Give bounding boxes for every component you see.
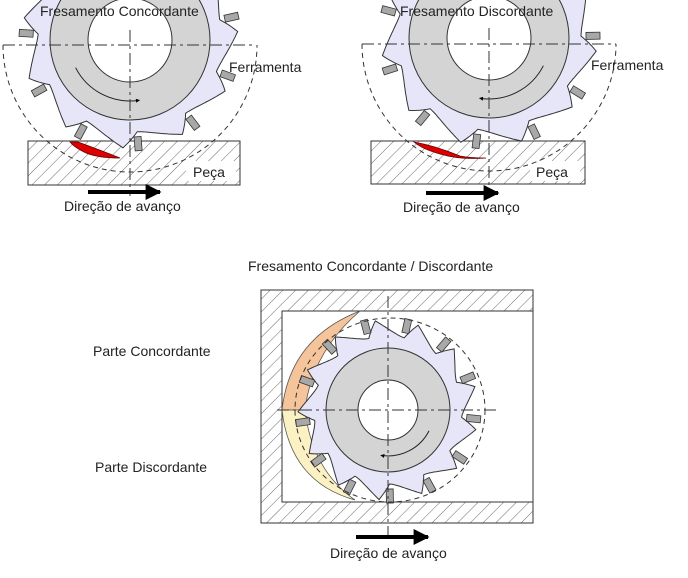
rotation-arrow [75,67,140,103]
cutting-insert [18,28,34,38]
chip-2 [412,141,487,159]
cutting-insert [465,413,482,424]
cutting-insert [310,452,327,468]
climb-title: Fresamento Concordante [40,3,199,19]
cutting-insert [385,488,394,504]
climb-part-label: Peça [193,164,225,180]
conventional-zone [281,409,356,501]
cutting-insert [451,450,469,465]
conventional-part-region-label: Parte Discordante [95,459,208,475]
cutting-insert [321,338,338,355]
cutting-insert [422,476,437,494]
rotation-arrow [380,430,430,458]
combined-title: Fresamento Concordante / Discordante [248,258,494,274]
conventional-tool-label: Ferramenta [591,57,664,73]
conventional-part-label: Peça [536,164,568,180]
cutting-insert [133,136,143,152]
combined-milling-panel [260,289,534,545]
cutting-insert [223,11,240,23]
cutting-insert [380,5,397,17]
conventional-title: Fresamento Discordante [400,3,554,19]
cutting-insert [435,336,452,353]
cutting-insert [569,85,587,100]
combined-feed-label: Direção de avanço [330,545,447,561]
cutter-2 [380,0,601,150]
cutting-insert [73,123,88,140]
climb-tool-label: Ferramenta [229,59,302,75]
cutting-insert [295,417,311,428]
climb-part-region-label: Parte Concordante [93,343,211,359]
cutting-insert [30,83,48,98]
cutting-insert [185,114,201,132]
cutting-insert [527,123,541,141]
cutting-insert [360,318,372,336]
cutting-insert [459,371,477,385]
cutting-insert [471,133,482,150]
part-label-bg-2 [530,161,580,181]
cutter-1 [18,0,240,152]
cutting-insert [381,63,399,76]
cutting-insert [401,318,413,335]
cutting-insert [414,109,431,127]
rotation-arrow [479,65,544,101]
cutting-insert [585,31,601,40]
climb-milling-panel [2,0,258,200]
part-label-bg-1 [186,161,236,181]
chip-1 [69,141,121,159]
cutting-insert [219,69,236,82]
cutting-insert [342,478,357,496]
climb-feed-label: Direção de avanço [64,198,181,214]
conventional-feed-label: Direção de avanço [403,199,520,215]
conventional-milling-panel [361,0,617,201]
